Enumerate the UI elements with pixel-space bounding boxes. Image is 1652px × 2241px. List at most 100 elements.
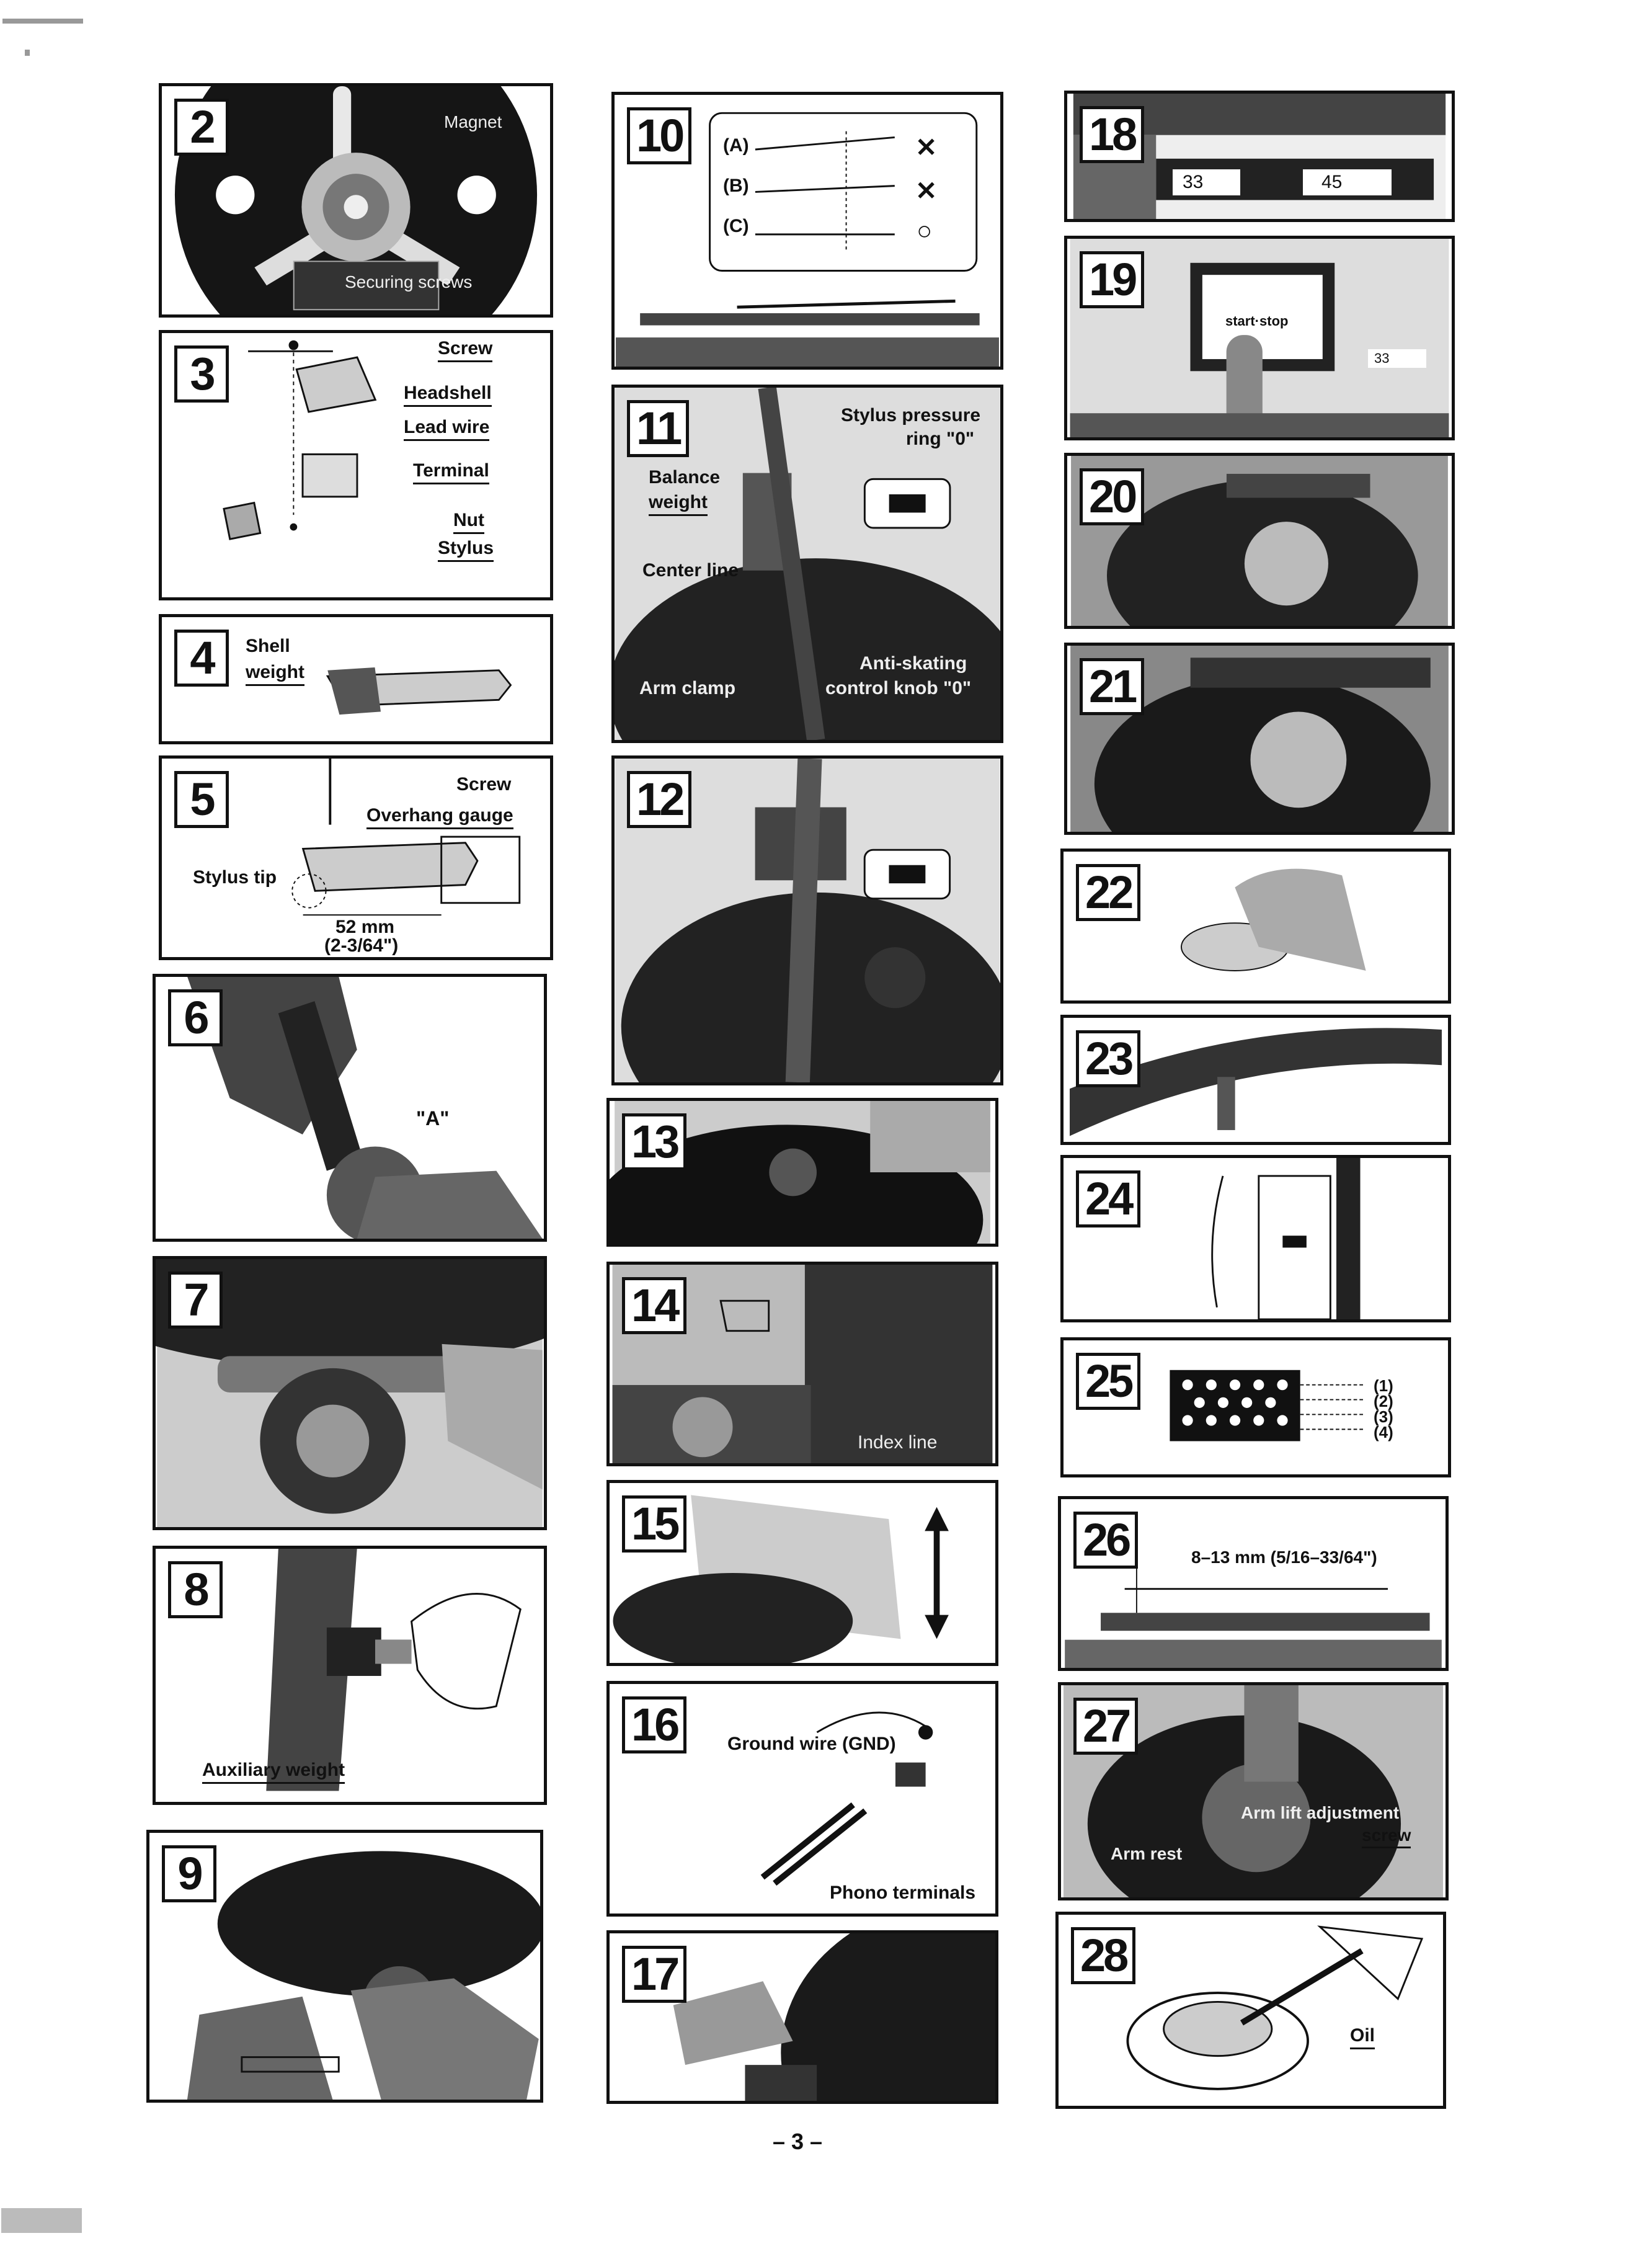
figure-number: 21	[1080, 658, 1145, 715]
figure-7: 7	[153, 1256, 547, 1530]
cartridge-exploded-diagram	[223, 340, 377, 540]
figure-9: 9	[146, 1830, 543, 2103]
figure-4: 4 Shell weight	[159, 614, 553, 744]
platter-underside-illustration	[164, 86, 548, 314]
figure-number: 25	[1076, 1353, 1141, 1410]
figure-number: 14	[622, 1277, 687, 1334]
weight-label: weight	[246, 662, 304, 686]
stylus-label: Stylus	[438, 538, 494, 562]
case-c-mark: ○	[917, 216, 933, 245]
figure-number: 11	[627, 400, 690, 457]
figure-number: 17	[622, 1946, 687, 2003]
balance-label: Balance	[649, 467, 721, 488]
figure-number: 28	[1071, 1927, 1136, 1984]
figure-number: 10	[627, 107, 692, 164]
stylus-pressure-photo	[615, 759, 1000, 1082]
figure-number: 16	[622, 1696, 687, 1753]
lead-wire-label: Lead wire	[404, 417, 490, 441]
figure-16: 16 Ground wire (GND) Phono terminals	[606, 1681, 998, 1917]
screw-label: Screw	[456, 774, 512, 795]
anti-skating-label: Anti-skating	[859, 653, 967, 674]
center-line-label: Center line	[642, 560, 739, 581]
arm-rest-photo	[1070, 646, 1449, 832]
figure-number: 23	[1076, 1030, 1141, 1087]
figure-22: 22	[1060, 849, 1451, 1004]
oil-label: Oil	[1350, 2025, 1375, 2049]
point-a-label: "A"	[416, 1107, 450, 1129]
figure-27: 27 Arm lift adjustment screw Arm rest	[1058, 1682, 1449, 1900]
overhang-gauge-label: Overhang gauge	[366, 805, 513, 829]
overhang-gauge-diagram	[291, 759, 521, 916]
auxiliary-weight-label: Auxiliary weight	[202, 1760, 345, 1784]
adjustment-screw-label: Arm lift adjustment	[1241, 1803, 1400, 1822]
lift-height-label: 8–13 mm (5/16–33/64")	[1191, 1548, 1377, 1567]
row-4-label: (4)	[1374, 1423, 1393, 1441]
figure-number: 20	[1080, 468, 1145, 525]
start-stop-button: start·stop	[1225, 313, 1289, 329]
figure-12: 12	[611, 755, 1003, 1085]
figure-number: 4	[174, 630, 229, 687]
figure-8: 8 Auxiliary weight	[153, 1546, 547, 1805]
arm-height-diagram	[616, 112, 999, 367]
figure-6: 6 "A"	[153, 974, 547, 1242]
arm-clamp-label: Arm clamp	[639, 678, 736, 698]
balance-weight-label: weight	[649, 492, 708, 516]
figure-3: 3 Screw Headshell Lead wire Terminal Nut…	[159, 330, 553, 600]
screw-label: Screw	[438, 338, 493, 362]
nut-label: Nut	[453, 510, 484, 534]
row-1-label: (1)	[1374, 1376, 1393, 1395]
figure-19: 19 start·stop 33	[1064, 236, 1455, 440]
scan-speck	[25, 50, 30, 56]
figure-number: 12	[627, 771, 692, 828]
figure-number: 6	[168, 989, 223, 1046]
figure-5: 5 Screw Overhang gauge Stylus tip 52 mm …	[159, 755, 553, 960]
figure-number: 26	[1073, 1512, 1139, 1569]
arm-rest-label: Arm rest	[1111, 1844, 1183, 1863]
dimension-inch-label: (2-3/64")	[324, 935, 399, 956]
figure-number: 19	[1080, 251, 1145, 308]
figure-number: 3	[174, 345, 229, 403]
case-a-mark: ✕	[915, 133, 938, 162]
figure-14: 14 Index line	[606, 1262, 998, 1466]
figure-number: 9	[162, 1845, 216, 1902]
figure-number: 13	[622, 1113, 687, 1170]
figure-number: 18	[1080, 106, 1145, 163]
figure-number: 24	[1076, 1170, 1141, 1227]
figure-24: 24	[1060, 1155, 1451, 1322]
magnet-label: Magnet	[444, 112, 502, 131]
figure-10: 10 (A) (B) (C) ✕ ✕ ○	[611, 92, 1003, 370]
headshell-label: Headshell	[404, 383, 492, 407]
figure-number: 5	[174, 771, 229, 828]
figure-number: 22	[1076, 864, 1141, 921]
figure-13: 13	[606, 1098, 998, 1247]
stylus-pressure-ring-label: ring "0"	[906, 429, 975, 449]
ground-wire-label: Ground wire (GND)	[727, 1734, 896, 1754]
control-knob-label: control knob "0"	[825, 678, 972, 698]
record-placement-photo	[613, 1933, 995, 2101]
case-c-label: (C)	[723, 216, 749, 236]
speed-33-indicator: 33	[1368, 349, 1427, 368]
figure-number: 15	[622, 1495, 687, 1553]
index-line-label: Index line	[858, 1432, 938, 1453]
phono-terminals-label: Phono terminals	[830, 1882, 976, 1903]
case-b-label: (B)	[723, 176, 749, 196]
figure-26: 26 8–13 mm (5/16–33/64")	[1058, 1496, 1449, 1671]
dimension-mm-label: 52 mm	[335, 917, 395, 937]
figure-18: 18 33 45	[1064, 91, 1455, 222]
shell-weight-illustration	[326, 667, 512, 715]
speed-33-button: 33	[1173, 169, 1241, 195]
figure-15: 15	[606, 1480, 998, 1666]
pitch-control-illustration	[1067, 1158, 1444, 1319]
securing-screws-label: Securing screws	[345, 272, 473, 292]
figure-17: 17	[606, 1930, 998, 2104]
figure-25: 25 (1) (2) (3) (4)	[1060, 1337, 1451, 1477]
figure-11: 11 Stylus pressure ring "0" Balance weig…	[611, 385, 1003, 743]
shell-label: Shell	[246, 636, 290, 656]
scan-speck	[1, 2208, 82, 2233]
screw-label: screw	[1362, 1825, 1411, 1848]
figure-21: 21	[1064, 643, 1455, 835]
terminal-label: Terminal	[413, 460, 489, 484]
page-number: – 3 –	[773, 2129, 823, 2154]
platter-installation-photo	[151, 1833, 540, 2100]
figure-23: 23	[1060, 1015, 1451, 1145]
